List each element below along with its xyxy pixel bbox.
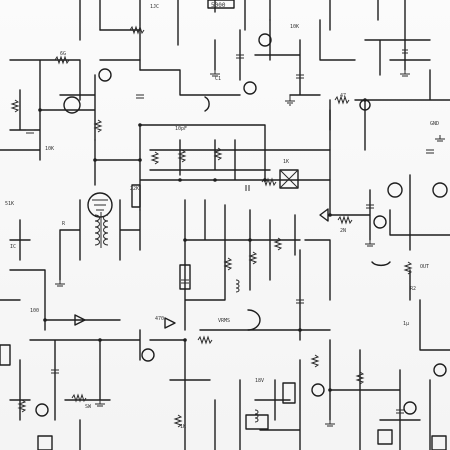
label-w: 22K [130, 186, 139, 192]
label-h: C1 [215, 76, 221, 82]
ground-symbols [55, 70, 445, 427]
label-v: GND [430, 121, 439, 127]
capacitors [26, 49, 434, 414]
label-j: 470 [155, 316, 164, 322]
active-components [35, 33, 448, 417]
label-d: 10K [45, 146, 54, 152]
transformer [94, 212, 259, 423]
label-q: 1µ [403, 321, 409, 327]
label-b: 1JC [150, 4, 159, 10]
label-i: VRMS [218, 318, 230, 324]
label-c: 10pF [175, 126, 187, 132]
label-o: 1K [180, 424, 186, 430]
label-p: OUT [420, 264, 429, 270]
label-e: 51K [5, 201, 14, 207]
label-m: SW [85, 404, 92, 410]
resistors [10, 25, 413, 428]
label-n: 18V [255, 378, 264, 384]
label-u: R2 [410, 286, 416, 292]
label-r: IC [10, 244, 16, 250]
label-l: 100 [30, 308, 39, 314]
top-box-label: 5000 [211, 2, 226, 9]
label-t: 10K [290, 24, 299, 30]
label-s: 47 [340, 93, 346, 99]
label-g: 1K [283, 159, 289, 165]
label-a: 6G [60, 51, 66, 57]
junction-dots [38, 98, 367, 392]
labels: 5000 6G 1JC 10pF 10K 51K R 1K C1 VRMS 47… [5, 2, 439, 430]
label-k: 2N [340, 228, 346, 234]
label-f: R [62, 221, 66, 227]
